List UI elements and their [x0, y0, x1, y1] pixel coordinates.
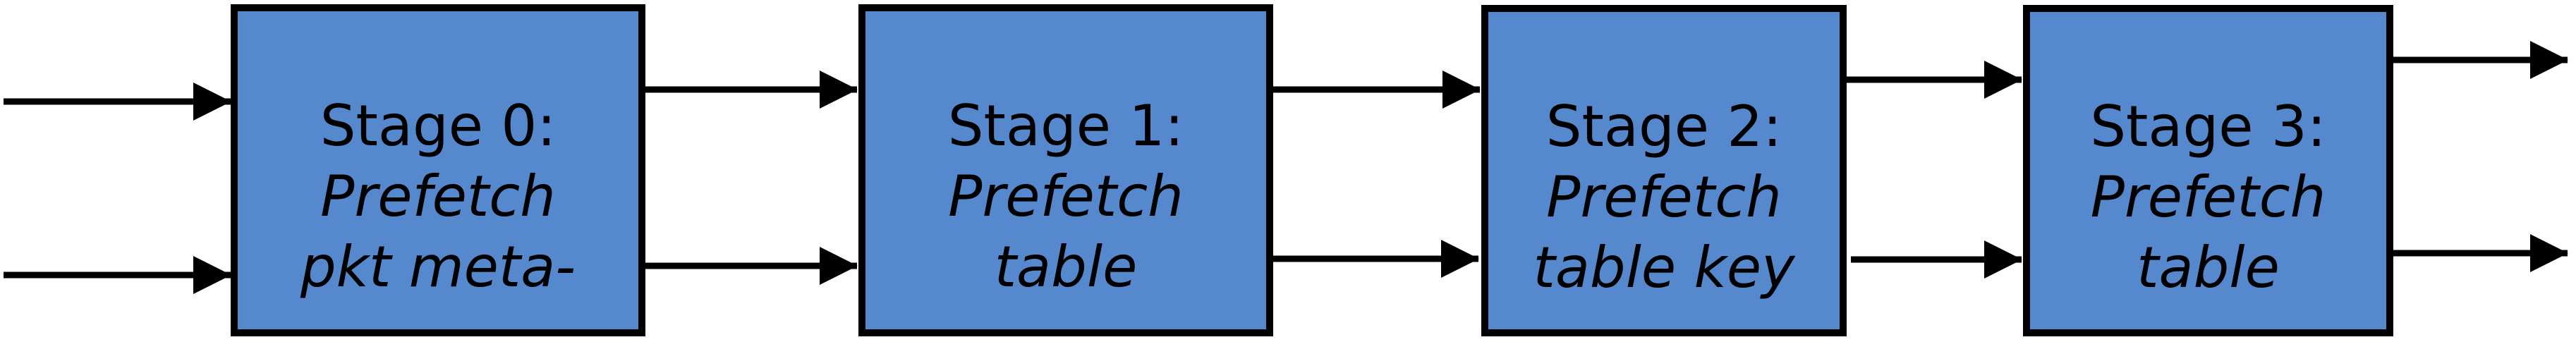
stage-box-3: Stage 3: Prefetch table: [2023, 5, 2393, 336]
stage-box-1: Stage 1: Prefetch table: [858, 4, 1273, 336]
stage-title: Stage 0:: [320, 93, 557, 159]
stage-subtitle-line: Prefetch: [948, 164, 1184, 229]
stage-title: Stage 3:: [2090, 93, 2326, 159]
stage-box-0: Stage 0: Prefetch pkt meta-: [231, 4, 645, 336]
stage-title: Stage 2:: [1545, 93, 1782, 159]
stage-subtitle-line: table key: [1533, 234, 1795, 300]
stage-subtitle-line: Prefetch: [320, 164, 556, 229]
stage-box-2: Stage 2: Prefetch table key: [1481, 5, 1847, 336]
stage-subtitle-line: Prefetch: [2090, 164, 2326, 230]
stage-subtitle-line: pkt meta-: [300, 234, 576, 300]
stage-subtitle-line: Prefetch: [1546, 164, 1782, 230]
stage-subtitle-line: table: [994, 234, 1138, 300]
stage-subtitle-line: table: [2137, 234, 2280, 300]
stage-title: Stage 1:: [947, 93, 1184, 159]
